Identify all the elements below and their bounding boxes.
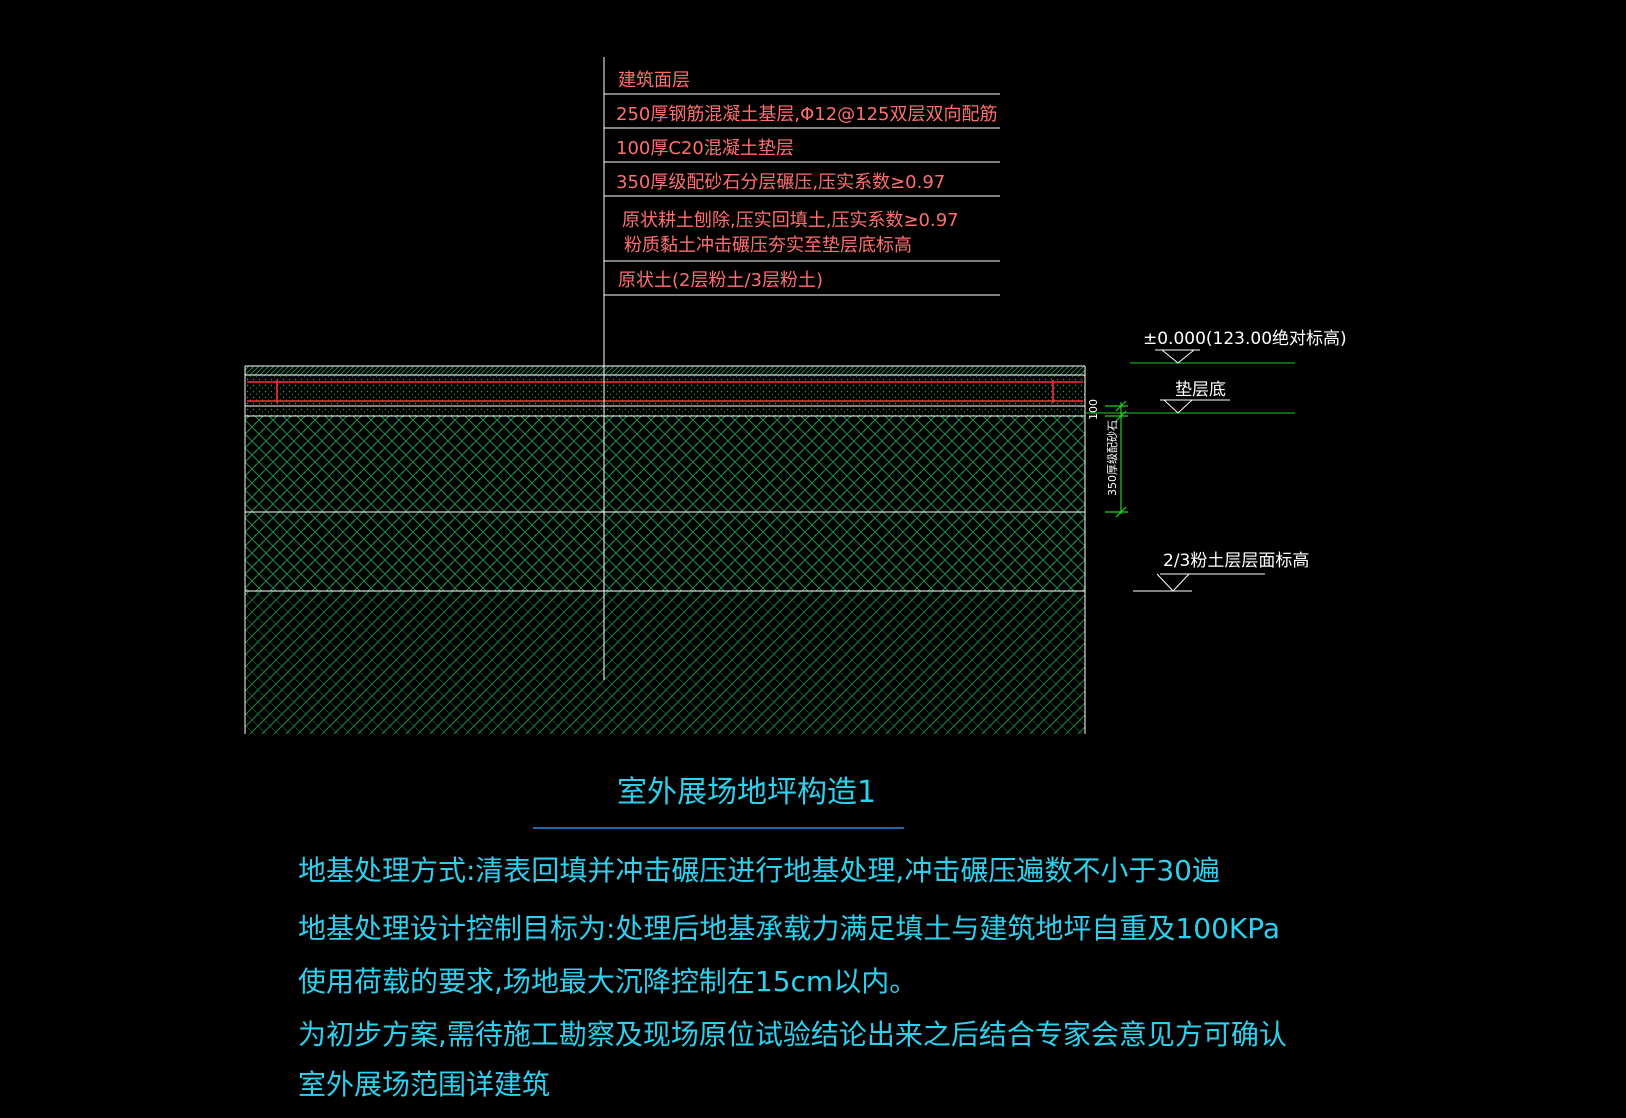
layer-label-backfill-2: 粉质黏土冲击碾压夯实至垫层底标高	[624, 235, 912, 256]
finish-layer	[245, 366, 1085, 376]
note-line-5: 室外展场范围详建筑	[298, 1068, 550, 1101]
note-line-1: 地基处理方式:清表回填并冲击碾压进行地基处理,冲击碾压遍数不小于30遍	[298, 854, 1220, 887]
layer-label-native-soil: 原状土(2层粉土/3层粉土)	[618, 270, 823, 291]
dimension-line	[1105, 400, 1128, 518]
level-label-cushion-bottom: 垫层底	[1175, 380, 1226, 400]
note-line-2: 地基处理设计控制目标为:处理后地基承载力满足填土与建筑地坪自重及100KPa	[298, 912, 1280, 945]
level-label-silt-top: 2/3粉土层层面标高	[1163, 551, 1309, 571]
layer-label-backfill: 原状耕土刨除,压实回填土,压实系数≥0.97	[622, 210, 959, 231]
native-soil-layer	[245, 591, 1085, 734]
layer-callout	[603, 57, 1000, 680]
level-label-finish: ±0.000(123.00绝对标高)	[1143, 329, 1347, 349]
section-outline	[244, 365, 1086, 734]
layer-label-finish: 建筑面层	[618, 70, 690, 91]
note-line-4: 为初步方案,需待施工勘察及现场原位试验结论出来之后结合专家会意见方可确认	[298, 1018, 1287, 1051]
dimension-label-side: 350厚级配砂石	[1106, 420, 1119, 496]
layer-label-cushion: 100厚C20混凝土垫层	[616, 138, 794, 159]
layer-label-gravel: 350厚级配砂石分层碾压,压实系数≥0.97	[616, 172, 945, 193]
level-marker-silt-top: 2/3粉土层层面标高	[1133, 551, 1309, 592]
note-line-3: 使用荷载的要求,场地最大沉降控制在15cm以内。	[298, 965, 917, 998]
layer-label-rc-base: 250厚钢筋混凝土基层,Φ12@125双层双向配筋	[616, 104, 998, 125]
backfill-layer	[245, 512, 1085, 591]
drawing-title: 室外展场地坪构造1	[617, 775, 876, 810]
gravel-layer	[245, 416, 1085, 512]
rebar-lines	[247, 380, 1083, 403]
level-marker-cushion-bottom: 垫层底	[1085, 380, 1295, 414]
dimension-label-top: 100	[1087, 399, 1100, 420]
level-marker-finish: ±0.000(123.00绝对标高)	[1130, 329, 1347, 364]
cushion-layer	[245, 406, 1085, 416]
